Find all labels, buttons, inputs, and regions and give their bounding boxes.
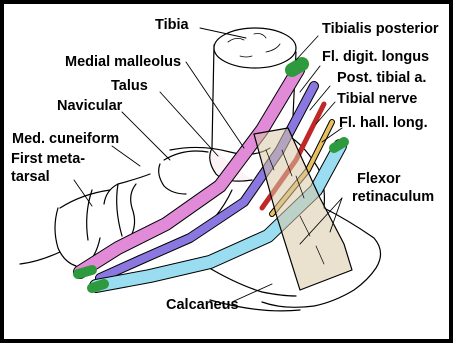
label-flexor-retinaculum-line1: Flexor [357, 171, 401, 187]
label-calcaneus: Calcaneus [166, 297, 239, 313]
label-navicular: Navicular [57, 98, 123, 114]
label-tibial-nerve: Tibial nerve [337, 91, 417, 107]
tendon-cut-end-icon [292, 64, 302, 70]
tendon-cut-end-icon [334, 142, 344, 148]
label-flexor-retinaculum-line2: retinaculum [352, 189, 434, 205]
tendon-cut-end-icon [92, 284, 104, 288]
label-first-metatarsal-line1: First meta- [11, 151, 85, 167]
label-fl-digit-longus: Fl. digit. longus [322, 49, 429, 65]
label-tibialis-posterior: Tibialis posterior [322, 21, 439, 37]
label-first-metatarsal-line2: tarsal [11, 169, 50, 185]
tendon-cut-end-icon [78, 270, 92, 274]
label-talus: Talus [111, 78, 148, 94]
label-post-tibial-a: Post. tibial a. [337, 70, 426, 86]
label-tibia: Tibia [155, 17, 190, 33]
label-medial-malleolus: Medial malleolus [65, 54, 181, 70]
label-med-cuneiform: Med. cuneiform [12, 131, 119, 147]
label-fl-hall-long: Fl. hall. long. [339, 115, 428, 131]
